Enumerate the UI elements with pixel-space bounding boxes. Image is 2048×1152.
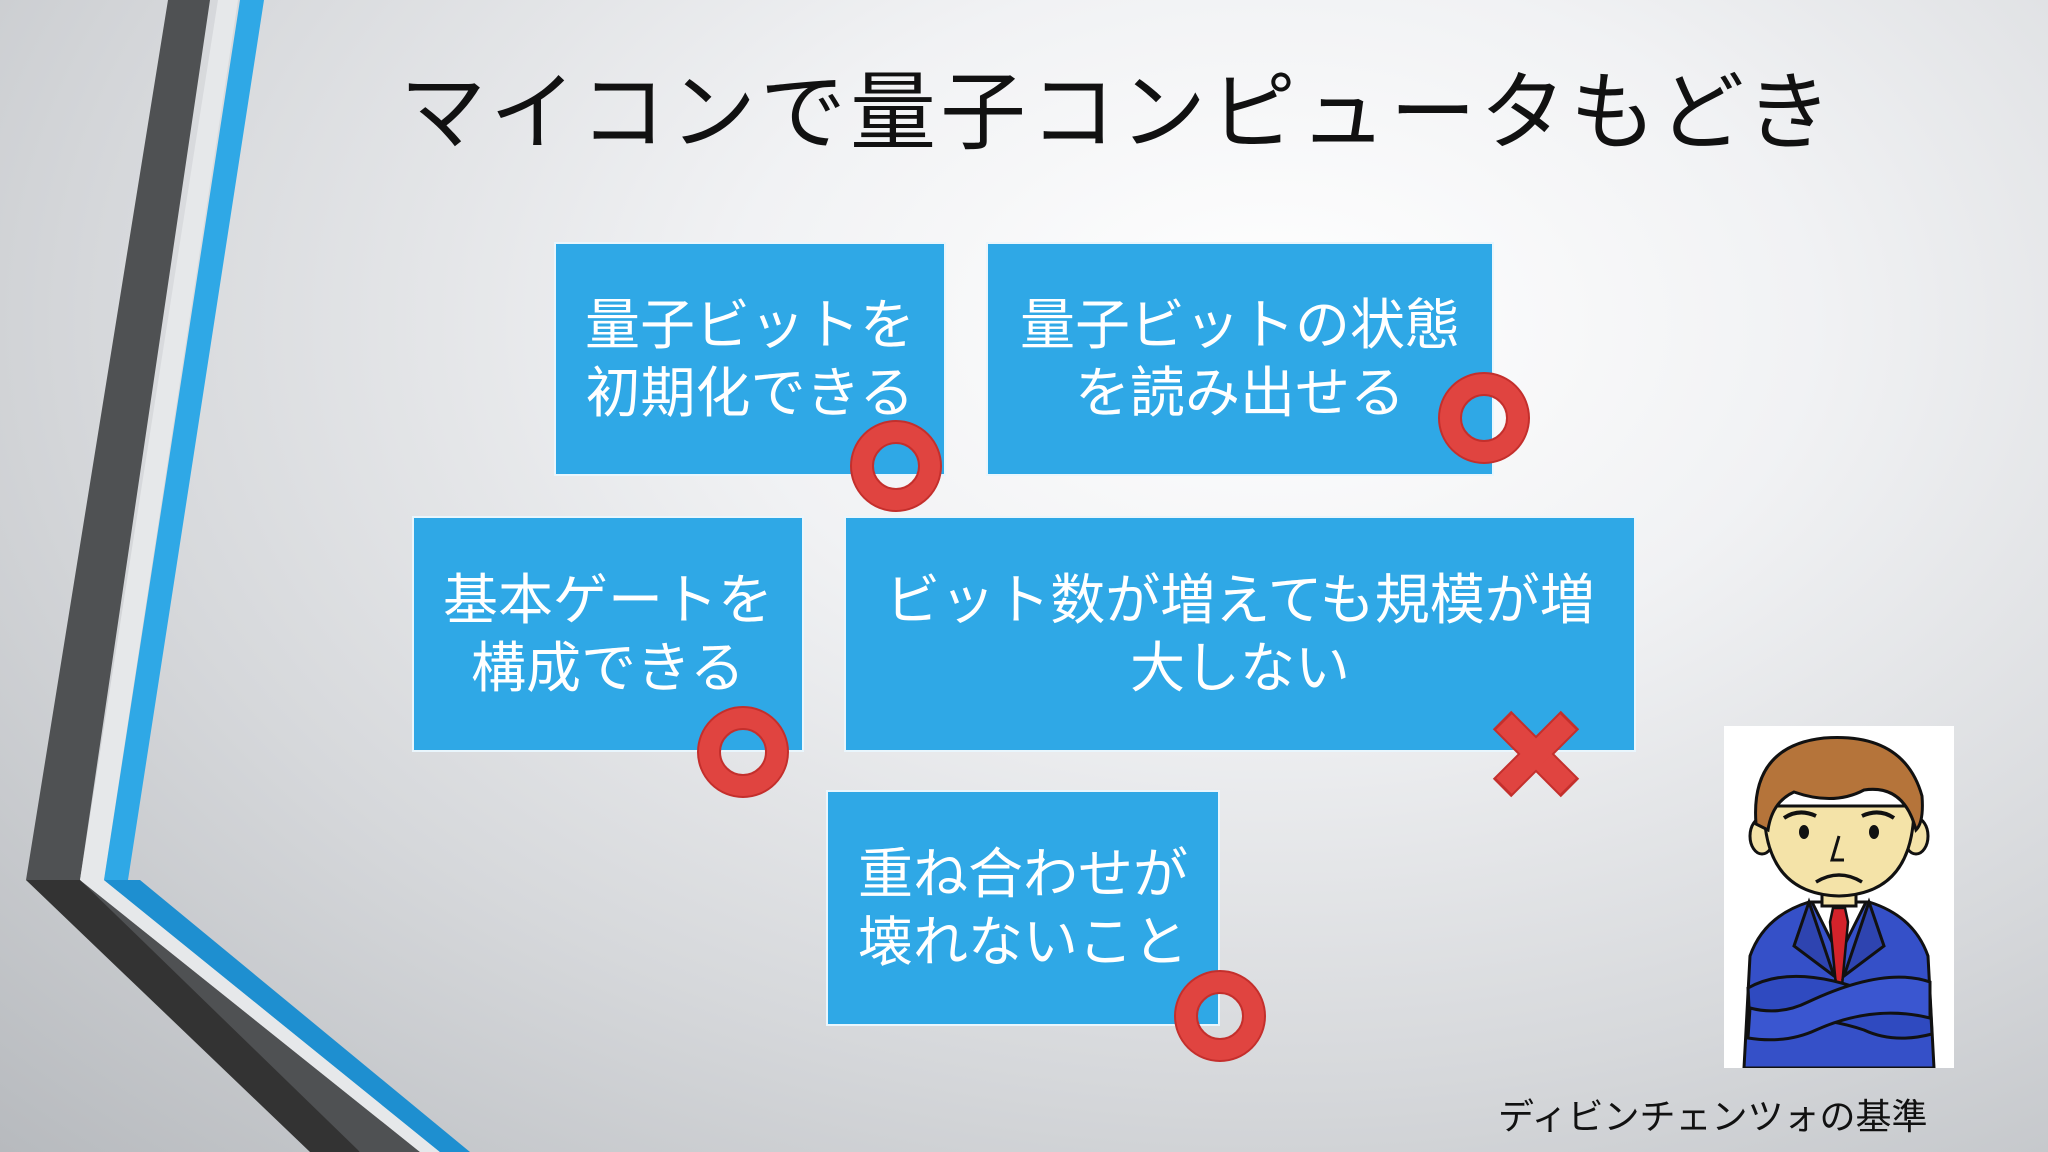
criterion-box-readout: 量子ビットの状態 を読み出せる	[986, 242, 1494, 476]
red-circle-mark-icon	[697, 706, 789, 798]
red-cross-mark-icon	[1492, 710, 1580, 798]
criterion-line: 大しない	[1129, 636, 1350, 700]
criteria-caption: ディビンチェンツォの基準	[1498, 1097, 1928, 1138]
criterion-text: ビット数が増えても規模が増 大しない	[885, 566, 1595, 702]
criterion-box-coherence: 重ね合わせが 壊れないこと	[826, 790, 1220, 1026]
criterion-box-scalability: ビット数が増えても規模が増 大しない	[844, 516, 1636, 752]
criterion-box-basic-gates: 基本ゲートを 構成できる	[412, 516, 804, 752]
criterion-line: 壊れないこと	[857, 910, 1188, 974]
red-circle-mark-icon	[1174, 970, 1266, 1062]
criterion-text: 量子ビットを 初期化できる	[585, 291, 915, 427]
red-circle-mark-icon	[1438, 372, 1530, 464]
criterion-line: 初期化できる	[585, 361, 915, 425]
worried-businessman-arms-crossed-icon	[1724, 726, 1954, 1068]
criterion-line: 構成できる	[471, 636, 745, 700]
criterion-line: 基本ゲートを	[442, 568, 773, 632]
criterion-line: ビット数が増えても規模が増	[885, 568, 1595, 632]
criterion-text: 基本ゲートを 構成できる	[443, 566, 773, 702]
criterion-text: 量子ビットの状態 を読み出せる	[1020, 291, 1460, 427]
criterion-line: 量子ビットを	[584, 293, 915, 357]
criterion-line: を読み出せる	[1074, 361, 1405, 425]
criterion-line: 量子ビットの状態	[1019, 293, 1460, 357]
criterion-line: 重ね合わせが	[857, 842, 1188, 906]
criterion-text: 重ね合わせが 壊れないこと	[858, 840, 1188, 976]
slide-title: マイコンで量子コンピュータもどき	[400, 63, 1836, 163]
red-circle-mark-icon	[850, 420, 942, 512]
